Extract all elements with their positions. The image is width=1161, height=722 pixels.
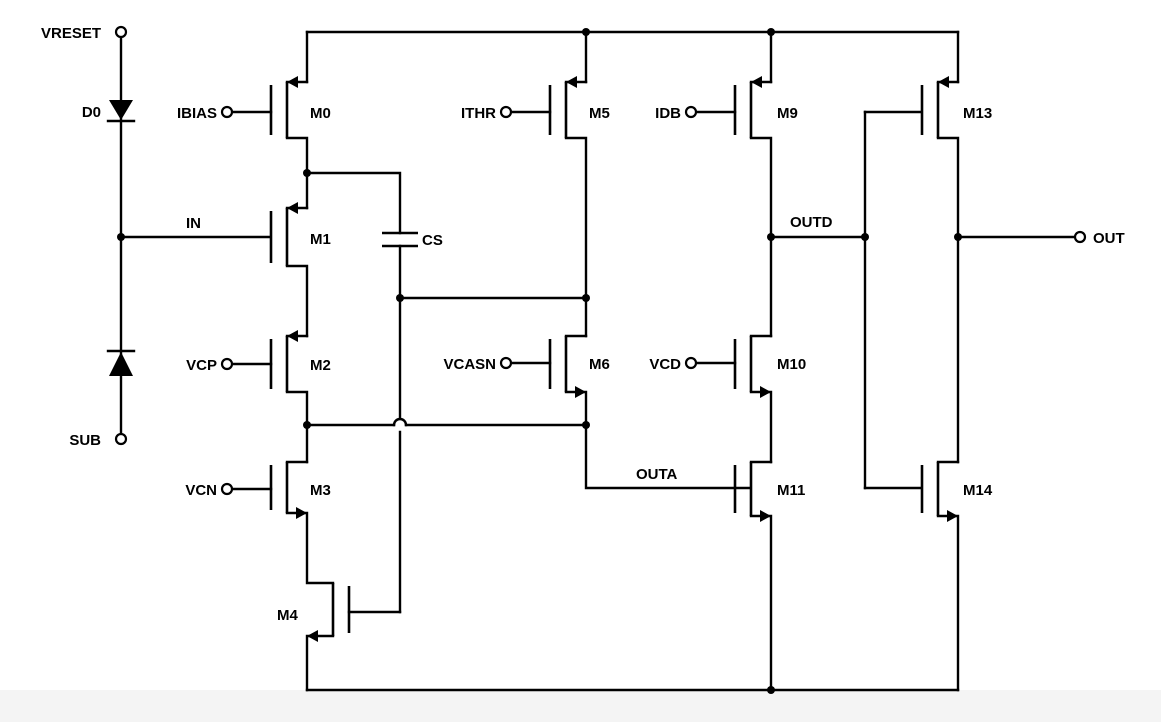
vcp-label: VCP xyxy=(186,357,217,374)
vcn-label: VCN xyxy=(185,482,217,499)
cs-label: CS xyxy=(422,232,443,249)
m14-label: M14 xyxy=(963,482,993,499)
m11-label: M11 xyxy=(777,482,805,499)
outd-net xyxy=(769,110,923,490)
m13-label: M13 xyxy=(963,105,992,122)
ibias-pin[interactable] xyxy=(220,105,234,119)
vcasn-pin[interactable] xyxy=(499,356,513,370)
m0-label: M0 xyxy=(310,105,331,122)
outd-label: OUTD xyxy=(790,214,833,231)
m6-label: M6 xyxy=(589,356,610,373)
m9-label: M9 xyxy=(777,105,798,122)
outa-label: OUTA xyxy=(636,466,678,483)
d0-label: D0 xyxy=(82,104,101,121)
gnd-rail xyxy=(305,686,960,694)
vcasn-label: VCASN xyxy=(443,356,496,373)
idb-label: IDB xyxy=(655,105,681,122)
sub-pin[interactable] xyxy=(114,432,128,446)
m4-label: M4 xyxy=(277,607,298,624)
transistor-m5 xyxy=(509,76,588,338)
m3-label: M3 xyxy=(310,482,331,499)
transistor-m3 xyxy=(230,462,307,519)
ithr-pin[interactable] xyxy=(499,105,513,119)
node-wires-middle xyxy=(305,294,590,429)
ithr-label: ITHR xyxy=(461,105,496,122)
transistor-m1 xyxy=(269,202,298,266)
out-pin[interactable] xyxy=(1073,230,1087,244)
m1-label: M1 xyxy=(310,231,331,248)
input-network xyxy=(106,36,272,434)
vcd-pin[interactable] xyxy=(684,356,698,370)
transistor-m4 xyxy=(307,583,402,642)
vcn-pin[interactable] xyxy=(220,482,234,496)
transistor-m6 xyxy=(509,334,752,490)
in-label: IN xyxy=(186,215,201,232)
m10-label: M10 xyxy=(777,356,806,373)
vreset-pin[interactable] xyxy=(114,25,128,39)
transistor-m10 xyxy=(694,334,773,464)
vreset-label: VRESET xyxy=(41,25,101,42)
ibias-label: IBIAS xyxy=(177,105,217,122)
vdd-rail xyxy=(305,28,960,84)
vcp-pin[interactable] xyxy=(220,357,234,371)
transistor-m14 xyxy=(920,460,960,692)
sub-label: SUB xyxy=(69,432,101,449)
m2-label: M2 xyxy=(310,357,331,374)
capacitor-cs xyxy=(305,171,418,614)
transistor-m13 xyxy=(920,76,962,464)
transistor-m0 xyxy=(230,76,298,138)
m5-label: M5 xyxy=(589,105,610,122)
bottom-band xyxy=(0,690,1161,722)
idb-pin[interactable] xyxy=(684,105,698,119)
transistor-m2 xyxy=(230,330,298,392)
out-label: OUT xyxy=(1093,230,1125,247)
vcd-label: VCD xyxy=(649,356,681,373)
transistor-m11 xyxy=(733,460,773,692)
transistor-m9 xyxy=(694,76,775,338)
